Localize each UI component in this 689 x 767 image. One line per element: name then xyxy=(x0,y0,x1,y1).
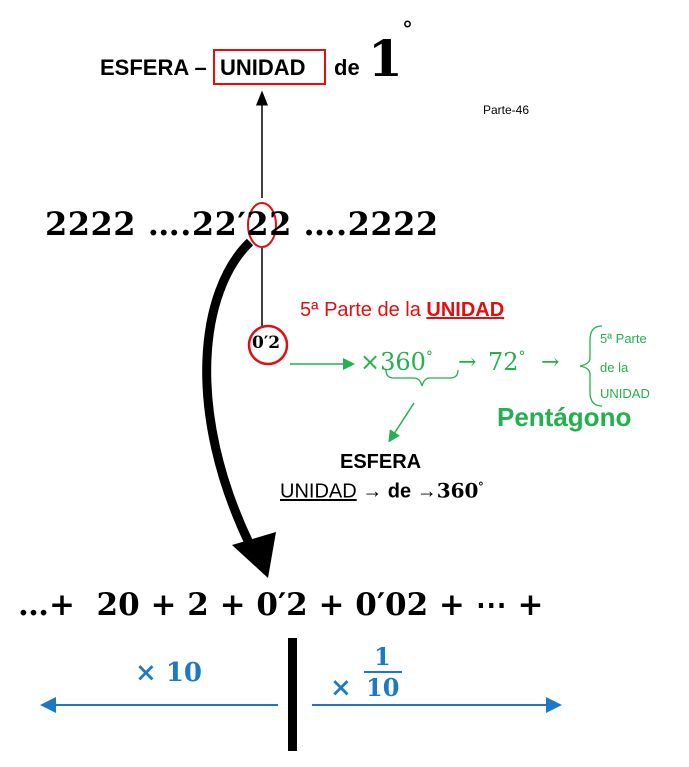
title-suffix: de xyxy=(334,55,360,80)
value-72: 72° xyxy=(488,350,526,374)
digit-sequence: 2222 ….22′22 ….2222 xyxy=(45,205,439,243)
red-note-text: 5ª Parte de la xyxy=(300,299,421,321)
brace-left xyxy=(579,325,603,407)
result-72: 72 xyxy=(488,348,519,376)
red-note-unit: UNIDAD xyxy=(426,299,505,321)
brace-line-1: 5ª Parte xyxy=(600,331,647,346)
degree-sign: ° xyxy=(425,349,433,365)
green-arrow-down xyxy=(388,402,415,443)
shape-name: Pentágono xyxy=(497,402,632,432)
sphere-unit: UNIDAD xyxy=(280,480,357,503)
series: …+ 20 + 2 + 0′2 + 0′02 + ⋯ + xyxy=(18,587,544,623)
right-denominator: 10 xyxy=(366,673,400,702)
sphere-arrow-2: → xyxy=(416,480,437,503)
value-360: 360 xyxy=(380,348,426,376)
divider-bar xyxy=(288,638,297,751)
part-label: Parte-46 xyxy=(483,103,530,117)
red-note: 5ª Parte de la UNIDAD xyxy=(300,300,504,320)
sphere-arrow-1: → xyxy=(362,480,383,503)
right-numerator: 1 xyxy=(374,642,391,671)
arrow-1: → xyxy=(458,350,477,375)
curved-arrow xyxy=(202,238,255,547)
degree-sign-72: ° xyxy=(518,349,526,365)
arrow-2: → xyxy=(541,350,560,375)
title-boxed: UNIDAD xyxy=(220,55,306,80)
left-factor: × 10 xyxy=(135,658,203,688)
times-sign: × xyxy=(360,348,381,376)
sphere-degree: ° xyxy=(478,479,484,493)
title-prefix: ESFERA – xyxy=(100,55,207,80)
digit-circle xyxy=(247,202,277,248)
decimal-circle xyxy=(247,324,289,366)
decimal-value: 0′2 xyxy=(252,333,281,353)
title-number: 1 xyxy=(368,29,403,88)
brace-line-3: UNIDAD xyxy=(600,386,650,401)
brace-line-2: de la xyxy=(600,360,629,375)
title-degree: ° xyxy=(402,18,413,43)
right-times: × xyxy=(330,673,352,703)
sphere-360: 360 xyxy=(436,478,479,503)
unidad-box xyxy=(213,49,326,85)
sphere-line2: UNIDAD → de →360° xyxy=(280,480,483,502)
times-360: ×360° xyxy=(360,350,433,374)
sphere-line1: ESFERA xyxy=(340,451,422,473)
brace-360 xyxy=(385,369,459,387)
sphere-de: de xyxy=(387,480,412,503)
curved-arrowhead xyxy=(232,532,276,578)
